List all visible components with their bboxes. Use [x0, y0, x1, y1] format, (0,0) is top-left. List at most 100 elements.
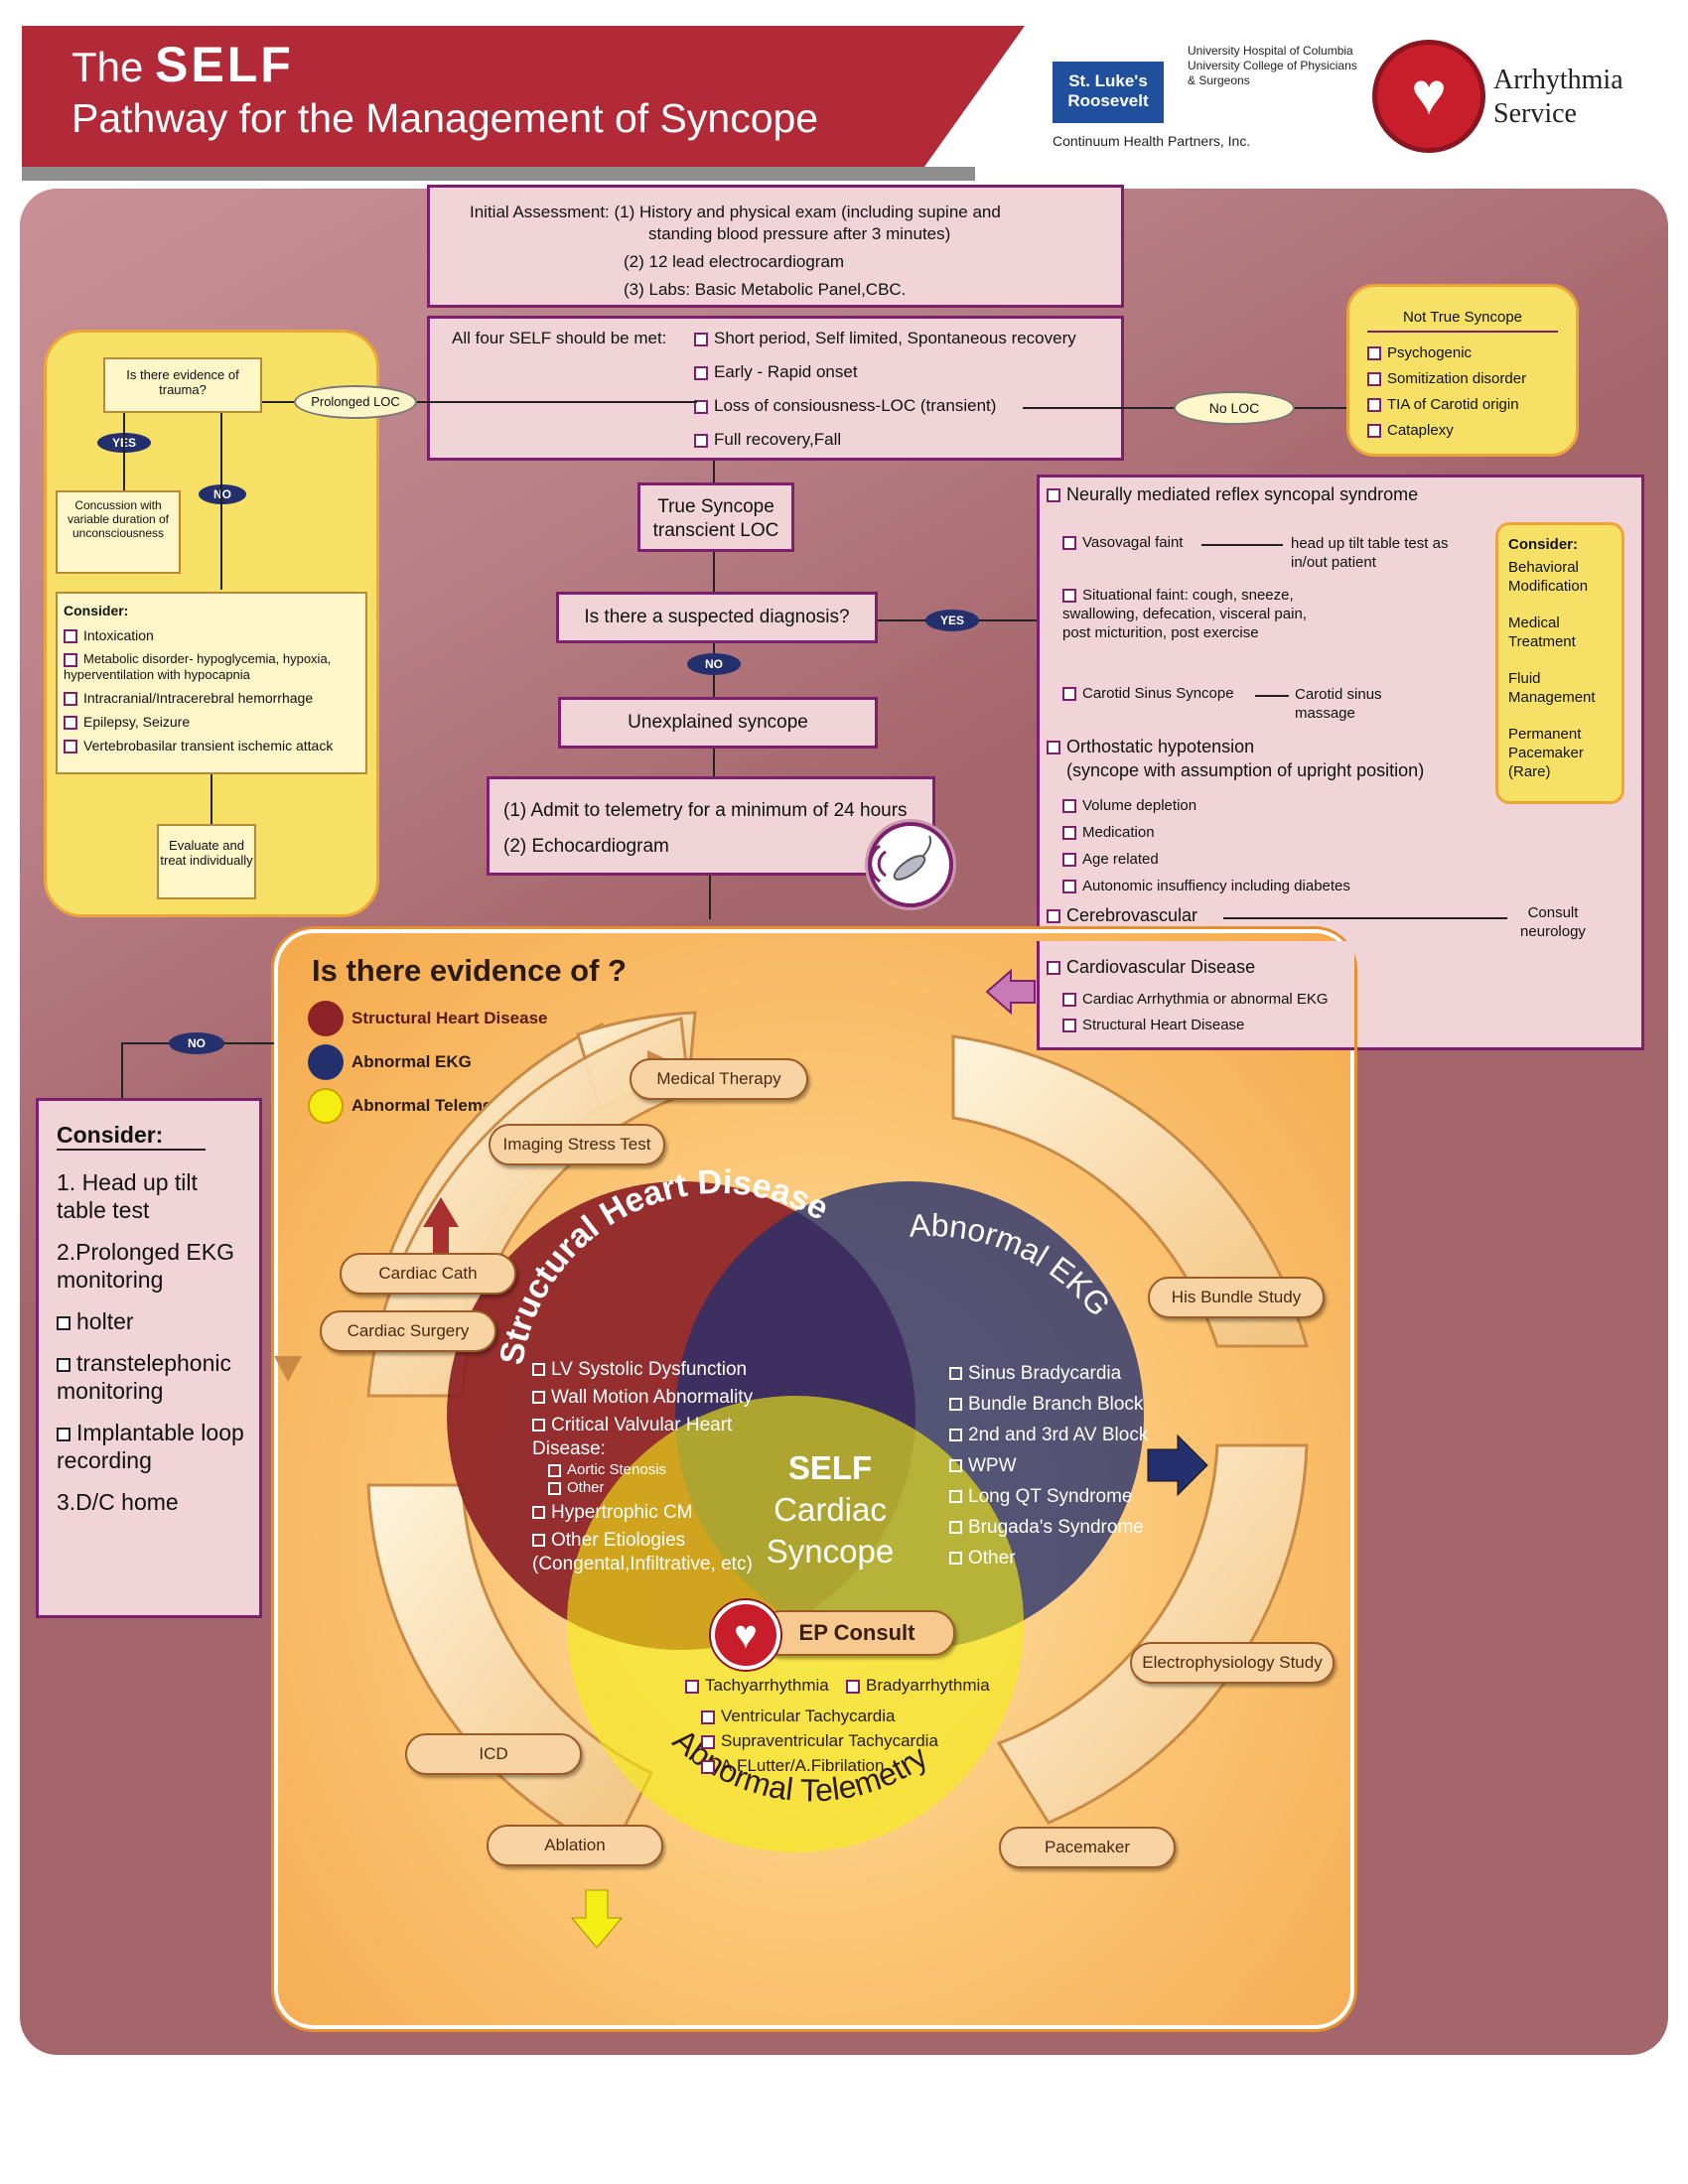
initial-line-4: (3) Labs: Basic Metabolic Panel,CBC.: [624, 280, 907, 299]
diag-consider-item: Behavioral Modification: [1508, 559, 1589, 595]
ring-segment: [996, 1443, 1309, 1825]
shd-item-text: Hypertrophic CM: [551, 1502, 693, 1523]
title-prefix: The: [71, 44, 144, 90]
legend-dot-ekg: [308, 1044, 344, 1080]
cardiac-cath-button[interactable]: Cardiac Cath: [340, 1253, 516, 1295]
ekg-item: Long QT Syndrome: [949, 1481, 1178, 1512]
legend-dot-shd: [308, 1001, 344, 1036]
shd-item: Hypertrophic CM: [532, 1501, 780, 1525]
pacemaker-button[interactable]: Pacemaker: [999, 1827, 1176, 1868]
not-true-text: Cataplexy: [1387, 422, 1454, 439]
checkbox-icon: [64, 740, 77, 754]
ekg-item-text: Other: [968, 1548, 1016, 1569]
page-title: The SELF: [71, 36, 294, 93]
left-consider-text: Implantable loop recording: [57, 1420, 244, 1473]
initial-line-1: Initial Assessment: (1) History and phys…: [470, 203, 1001, 221]
left-consider-title: Consider:: [57, 1121, 206, 1151]
title-bold: SELF: [155, 37, 294, 92]
checkbox-icon: [532, 1419, 545, 1433]
self-s: Short period, Self limited, Spontaneous …: [694, 329, 1076, 348]
yes-pill: YES: [925, 610, 979, 631]
prolonged-loc-oval: Prolonged LOC: [294, 385, 417, 419]
ortho-item: Autonomic insuffiency including diabetes: [1062, 873, 1350, 899]
cardio-title: Cardiovascular Disease: [1047, 957, 1255, 978]
tele-item-text: Supraventricular Tachycardia: [721, 1731, 938, 1750]
checkbox-icon: [701, 1734, 715, 1749]
checkbox-icon: [1062, 687, 1076, 702]
initial-line-3: (2) 12 lead electrocardiogram: [624, 252, 845, 271]
checkbox-icon: [57, 1357, 70, 1372]
admit-line-1: (1) Admit to telemetry for a minimum of …: [503, 800, 908, 821]
ortho-list: Volume depletion Medication Age related …: [1062, 792, 1350, 899]
checkbox-icon: [949, 1521, 962, 1535]
banner-underline: [22, 167, 975, 181]
true-syncope-box: True Syncope transcient LOC: [637, 482, 794, 552]
page-subtitle: Pathway for the Management of Syncope: [71, 95, 819, 141]
icd-button[interactable]: ICD: [405, 1733, 582, 1775]
left-consider-text: holter: [76, 1308, 134, 1334]
trauma-consider-item: Intoxication: [64, 626, 359, 645]
imaging-stress-test-button[interactable]: Imaging Stress Test: [489, 1124, 665, 1165]
carotid-action: Carotid sinus massage: [1295, 686, 1382, 722]
ekg-item: Brugada's Syndrome: [949, 1512, 1178, 1543]
checkbox-icon: [532, 1391, 545, 1405]
shd-item: Critical Valvular Heart Disease:: [532, 1414, 780, 1461]
trauma-consider-text: Vertebrobasilar transient ischemic attac…: [83, 738, 334, 753]
consult-neurology: Consult neurology: [1520, 904, 1586, 940]
ekg-item: WPW: [949, 1450, 1178, 1481]
vasovagal-text: Vasovagal faint: [1082, 534, 1184, 551]
self-f-text: Full recovery,Fall: [714, 430, 842, 449]
connector: [262, 401, 294, 403]
diag-consider-item: Permanent Pacemaker (Rare): [1508, 726, 1584, 780]
checkbox-icon: [532, 1363, 545, 1377]
cardiac-surgery-button[interactable]: Cardiac Surgery: [320, 1310, 496, 1352]
checkbox-icon: [1047, 488, 1060, 503]
unexplained-syncope-box: Unexplained syncope: [558, 697, 878, 749]
title-banner: [22, 26, 1025, 167]
left-consider-item: 1. Head up tilt table test: [57, 1169, 198, 1223]
checkbox-icon: [1062, 536, 1076, 551]
medical-therapy-button[interactable]: Medical Therapy: [630, 1058, 808, 1100]
left-consider-item: transtelephonic monitoring: [57, 1349, 247, 1405]
no-pill: NO: [687, 653, 741, 675]
connector: [713, 461, 715, 484]
checkbox-icon: [701, 1759, 715, 1774]
not-true-title: Not True Syncope: [1367, 305, 1558, 333]
legend-shd: Structural Heart Disease: [352, 1009, 548, 1027]
trauma-consider-item: Epilepsy, Seizure: [64, 713, 359, 732]
checkbox-icon: [949, 1459, 962, 1473]
his-bundle-study-button[interactable]: His Bundle Study: [1148, 1277, 1325, 1318]
left-consider-item: 3.D/C home: [57, 1489, 179, 1515]
admit-line-2: (2) Echocardiogram: [503, 836, 669, 857]
checkbox-icon: [64, 652, 77, 667]
evidence-title: Is there evidence of ?: [312, 953, 627, 988]
connector: [220, 413, 222, 590]
ring-segment: [951, 1034, 1309, 1348]
ep-consult-button[interactable]: EP Consult: [759, 1610, 955, 1656]
center-cardiac: Cardiac: [774, 1491, 887, 1528]
left-consider-item: holter: [57, 1307, 247, 1335]
shd-subitem: Aortic Stenosis: [532, 1461, 780, 1479]
trauma-consider-item: Vertebrobasilar transient ischemic attac…: [64, 737, 359, 755]
shd-item-text: Wall Motion Abnormality: [551, 1387, 754, 1408]
ep-study-button[interactable]: Electrophysiology Study: [1130, 1642, 1335, 1684]
legend-ekg: Abnormal EKG: [352, 1052, 472, 1071]
ekg-item-text: Bundle Branch Block: [968, 1394, 1144, 1415]
tachy-text: Tachyarrhythmia: [705, 1676, 829, 1695]
checkbox-icon: [694, 365, 708, 380]
checkbox-icon: [694, 399, 708, 414]
trauma-consider-title: Consider:: [64, 603, 129, 618]
trauma-consider-text: Epilepsy, Seizure: [83, 714, 191, 730]
shd-subitem: Other: [532, 1479, 780, 1497]
checkbox-icon: [846, 1679, 860, 1694]
ablation-button[interactable]: Ablation: [487, 1825, 663, 1866]
checkbox-icon: [1062, 880, 1076, 894]
ortho-text: Age related: [1082, 851, 1159, 868]
self-e: Early - Rapid onset: [694, 362, 858, 382]
checkbox-icon: [64, 692, 77, 707]
connector: [417, 401, 697, 403]
center-syncope: Syncope: [766, 1533, 895, 1570]
shd-item: Other Etiologies (Congental,Infiltrative…: [532, 1529, 780, 1576]
ekg-title: Abnormal EKG: [909, 1207, 1118, 1323]
checkbox-icon: [64, 716, 77, 731]
